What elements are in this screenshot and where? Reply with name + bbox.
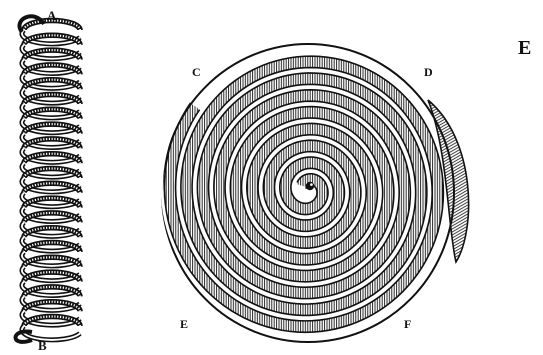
label-f: F <box>404 317 411 331</box>
flat-spiral <box>162 44 469 342</box>
label-e-spiral: E <box>180 317 188 331</box>
spiral-center-knob <box>306 182 314 190</box>
label-b: B <box>38 338 47 353</box>
page-letter-e: E <box>518 37 531 59</box>
label-a: A <box>47 8 57 23</box>
label-d: D <box>424 65 433 79</box>
helix-coil <box>16 16 81 342</box>
spiral-center-highlight <box>310 183 313 186</box>
label-c: C <box>192 65 201 79</box>
